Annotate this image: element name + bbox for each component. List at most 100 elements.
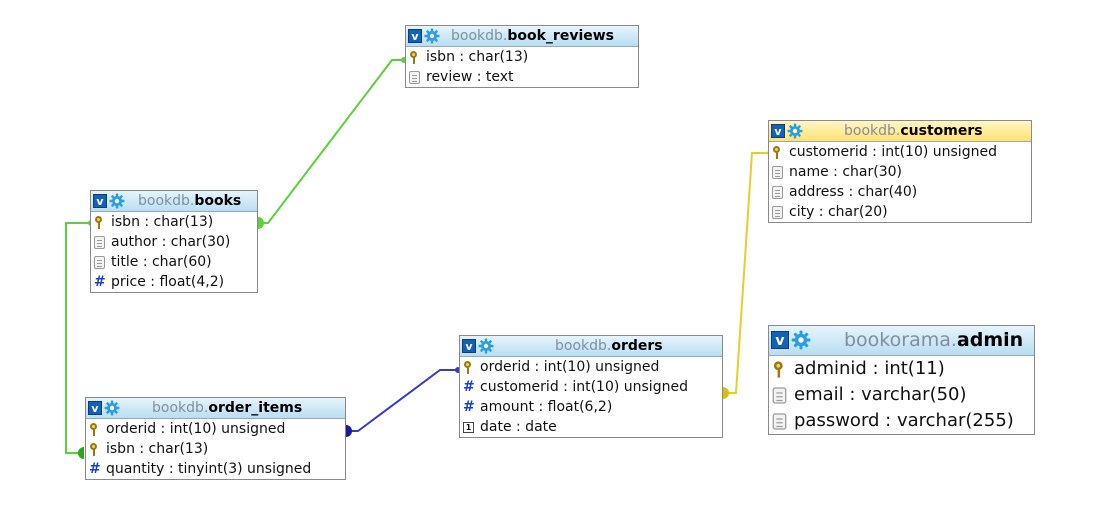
column-label: name : char(30) bbox=[789, 164, 902, 180]
column-row[interactable]: customerid : int(10) unsigned bbox=[769, 142, 1031, 162]
table-title: bookdb.customers bbox=[844, 121, 983, 141]
column-row[interactable]: date : date bbox=[460, 417, 722, 437]
column-label: date : date bbox=[480, 419, 557, 435]
gear-icon[interactable] bbox=[787, 123, 803, 139]
column-label: quantity : tinyint(3) unsigned bbox=[106, 461, 312, 477]
table-header[interactable]: v bookorama.admin bbox=[769, 326, 1034, 356]
table-title: bookdb.book_reviews bbox=[451, 26, 614, 46]
column-label: customerid : int(10) unsigned bbox=[480, 379, 688, 395]
column-label: email : varchar(50) bbox=[794, 384, 967, 405]
column-row[interactable]: review : text bbox=[406, 67, 638, 87]
column-icon bbox=[772, 205, 783, 219]
table-header[interactable]: v bookdb.customers bbox=[769, 121, 1031, 142]
gear-icon[interactable] bbox=[109, 193, 125, 209]
column-row[interactable]: orderid : int(10) unsigned bbox=[86, 419, 345, 439]
column-label: review : text bbox=[426, 69, 514, 85]
database-name: bookdb. bbox=[138, 193, 195, 209]
column-label: adminid : int(11) bbox=[794, 358, 945, 379]
column-label: password : varchar(255) bbox=[794, 410, 1014, 431]
relation-orders-order-items bbox=[346, 369, 458, 432]
column-row[interactable]: isbn : char(13) bbox=[406, 47, 638, 67]
table-header-icons: v bbox=[93, 193, 125, 209]
column-row[interactable]: title : char(60) bbox=[91, 252, 257, 272]
primary-key-icon bbox=[463, 360, 474, 374]
table-title: bookdb.orders bbox=[555, 336, 663, 356]
gear-icon[interactable] bbox=[424, 28, 440, 44]
view-toggle-icon[interactable]: v bbox=[408, 29, 422, 43]
table-title: bookdb.order_items bbox=[152, 398, 302, 418]
table-name: admin bbox=[956, 329, 1024, 351]
column-icon bbox=[772, 165, 783, 179]
column-row[interactable]: password : varchar(255) bbox=[769, 408, 1034, 434]
view-toggle-icon[interactable]: v bbox=[771, 124, 785, 138]
relation-end-marker bbox=[258, 217, 264, 229]
numeric-column-icon bbox=[463, 401, 474, 414]
column-row[interactable]: isbn : char(13) bbox=[86, 439, 345, 459]
primary-key-icon bbox=[94, 215, 105, 229]
relation-books-book-reviews bbox=[258, 59, 404, 224]
database-name: bookdb. bbox=[844, 123, 901, 139]
table-header[interactable]: v bookdb.book_reviews bbox=[406, 26, 638, 47]
primary-key-icon bbox=[89, 422, 100, 436]
column-label: author : char(30) bbox=[111, 234, 231, 250]
column-label: city : char(20) bbox=[789, 204, 888, 220]
column-icon bbox=[409, 70, 420, 84]
column-row[interactable]: name : char(30) bbox=[769, 162, 1031, 182]
gear-icon[interactable] bbox=[478, 338, 494, 354]
column-row[interactable]: quantity : tinyint(3) unsigned bbox=[86, 459, 345, 479]
date-column-icon bbox=[463, 421, 474, 433]
column-row[interactable]: orderid : int(10) unsigned bbox=[460, 357, 722, 377]
column-row[interactable]: price : float(4,2) bbox=[91, 272, 257, 292]
database-name: bookdb. bbox=[451, 28, 508, 44]
column-icon bbox=[772, 412, 787, 430]
column-icon bbox=[94, 255, 105, 269]
table-name: orders bbox=[611, 338, 663, 354]
column-icon bbox=[772, 185, 783, 199]
database-name: bookdb. bbox=[152, 400, 209, 416]
column-row[interactable]: adminid : int(11) bbox=[769, 356, 1034, 382]
relation-end-marker bbox=[78, 447, 84, 459]
column-row[interactable]: isbn : char(13) bbox=[91, 212, 257, 232]
column-icon bbox=[772, 386, 787, 404]
column-row[interactable]: author : char(30) bbox=[91, 232, 257, 252]
view-toggle-icon[interactable]: v bbox=[93, 194, 107, 208]
table-title: bookdb.books bbox=[138, 191, 241, 211]
gear-icon[interactable] bbox=[104, 400, 120, 416]
table-admin[interactable]: v bookorama.admin adminid : int(11) email :… bbox=[768, 325, 1035, 435]
table-header-icons: v bbox=[462, 338, 494, 354]
column-row[interactable]: email : varchar(50) bbox=[769, 382, 1034, 408]
primary-key-icon bbox=[89, 442, 100, 456]
numeric-column-icon bbox=[89, 463, 100, 476]
view-toggle-icon[interactable]: v bbox=[88, 401, 102, 415]
column-label: address : char(40) bbox=[789, 184, 918, 200]
relation-end-marker bbox=[723, 387, 729, 399]
view-toggle-icon[interactable]: v bbox=[771, 331, 789, 349]
column-row[interactable]: city : char(20) bbox=[769, 202, 1031, 222]
table-name: order_items bbox=[208, 400, 303, 416]
table-name: books bbox=[194, 193, 242, 209]
table-title: bookorama.admin bbox=[844, 326, 1023, 355]
table-header[interactable]: v bookdb.orders bbox=[460, 336, 722, 357]
gear-icon[interactable] bbox=[791, 330, 811, 350]
column-row[interactable]: amount : float(6,2) bbox=[460, 397, 722, 417]
relation-end-marker bbox=[346, 425, 352, 437]
column-label: amount : float(6,2) bbox=[480, 399, 613, 415]
column-row[interactable]: customerid : int(10) unsigned bbox=[460, 377, 722, 397]
table-header-icons: v bbox=[88, 400, 120, 416]
table-header[interactable]: v bookdb.books bbox=[91, 191, 257, 212]
primary-key-icon bbox=[773, 360, 787, 378]
column-row[interactable]: address : char(40) bbox=[769, 182, 1031, 202]
column-label: isbn : char(13) bbox=[111, 214, 214, 230]
table-name: book_reviews bbox=[507, 28, 615, 44]
table-header-icons: v bbox=[408, 28, 440, 44]
table-books[interactable]: v bookdb.books isbn : char(13) author : cha… bbox=[90, 190, 258, 293]
view-toggle-icon[interactable]: v bbox=[462, 339, 476, 353]
numeric-column-icon bbox=[463, 381, 474, 394]
numeric-column-icon bbox=[94, 276, 105, 289]
table-header[interactable]: v bookdb.order_items bbox=[86, 398, 345, 419]
column-icon bbox=[94, 235, 105, 249]
